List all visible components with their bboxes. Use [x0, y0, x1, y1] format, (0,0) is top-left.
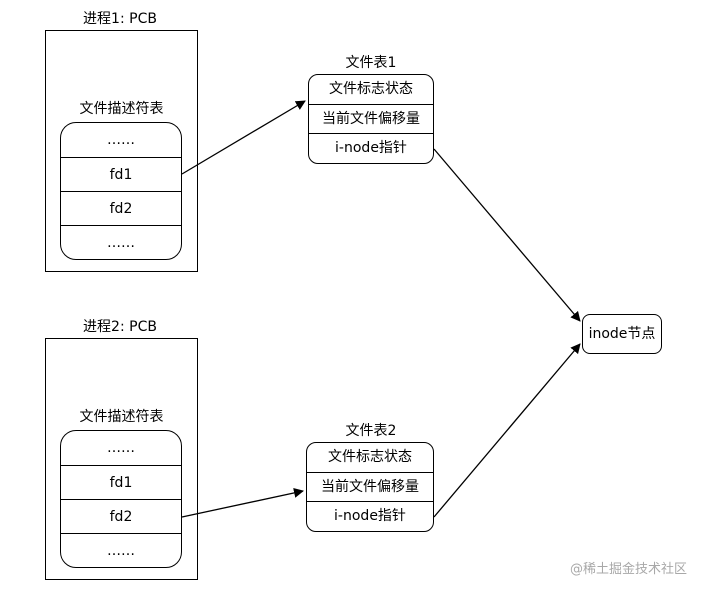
- file-table2-flags-row: 文件标志状态: [328, 449, 412, 465]
- file-table2-title: 文件表2: [345, 423, 397, 439]
- arrow-fd1-to-file-table1: [181, 100, 306, 175]
- file-table2-inode-pointer-row: i-node指针: [307, 501, 433, 530]
- arrow-file-table1-to-inode: [433, 148, 581, 322]
- process2-fd-row-fd2: fd2: [61, 499, 181, 533]
- process1-fd-row-ellipsis-bottom: ……: [61, 225, 181, 259]
- arrow-file-table2-to-inode: [433, 343, 581, 518]
- file-table1-flags-row: 文件标志状态: [329, 81, 413, 97]
- process2-fd-table-title: 文件描述符表: [79, 409, 164, 425]
- file-table1-title: 文件表1: [345, 55, 397, 71]
- process1-fd-table-title: 文件描述符表: [79, 101, 164, 117]
- file-table2: 文件标志状态 当前文件偏移量 i-node指针: [306, 442, 434, 532]
- watermark: @稀土掘金技术社区: [570, 562, 688, 577]
- process2-title: 进程2: PCB: [83, 319, 157, 335]
- process1-title: 进程1: PCB: [83, 11, 157, 27]
- file-table1-offset-row: 当前文件偏移量: [309, 104, 433, 133]
- process2-fd-row-fd1: fd1: [61, 465, 181, 499]
- file-table2-offset-row: 当前文件偏移量: [307, 472, 433, 501]
- process2-fd-table: …… fd1 fd2 ……: [60, 430, 182, 568]
- process2-fd-row-ellipsis-top: ……: [107, 440, 135, 456]
- process1-fd-row-ellipsis-top: ……: [107, 132, 135, 148]
- process1-fd-row-fd2: fd2: [61, 191, 181, 225]
- process1-fd-row-fd1: fd1: [61, 157, 181, 191]
- process1-fd-table: …… fd1 fd2 ……: [60, 122, 182, 260]
- inode-node: inode节点: [582, 314, 662, 354]
- process2-fd-row-ellipsis-bottom: ……: [61, 533, 181, 567]
- arrow-fd2-to-file-table2: [181, 488, 304, 518]
- file-table1-inode-pointer-row: i-node指针: [309, 133, 433, 162]
- file-table1: 文件标志状态 当前文件偏移量 i-node指针: [308, 74, 434, 164]
